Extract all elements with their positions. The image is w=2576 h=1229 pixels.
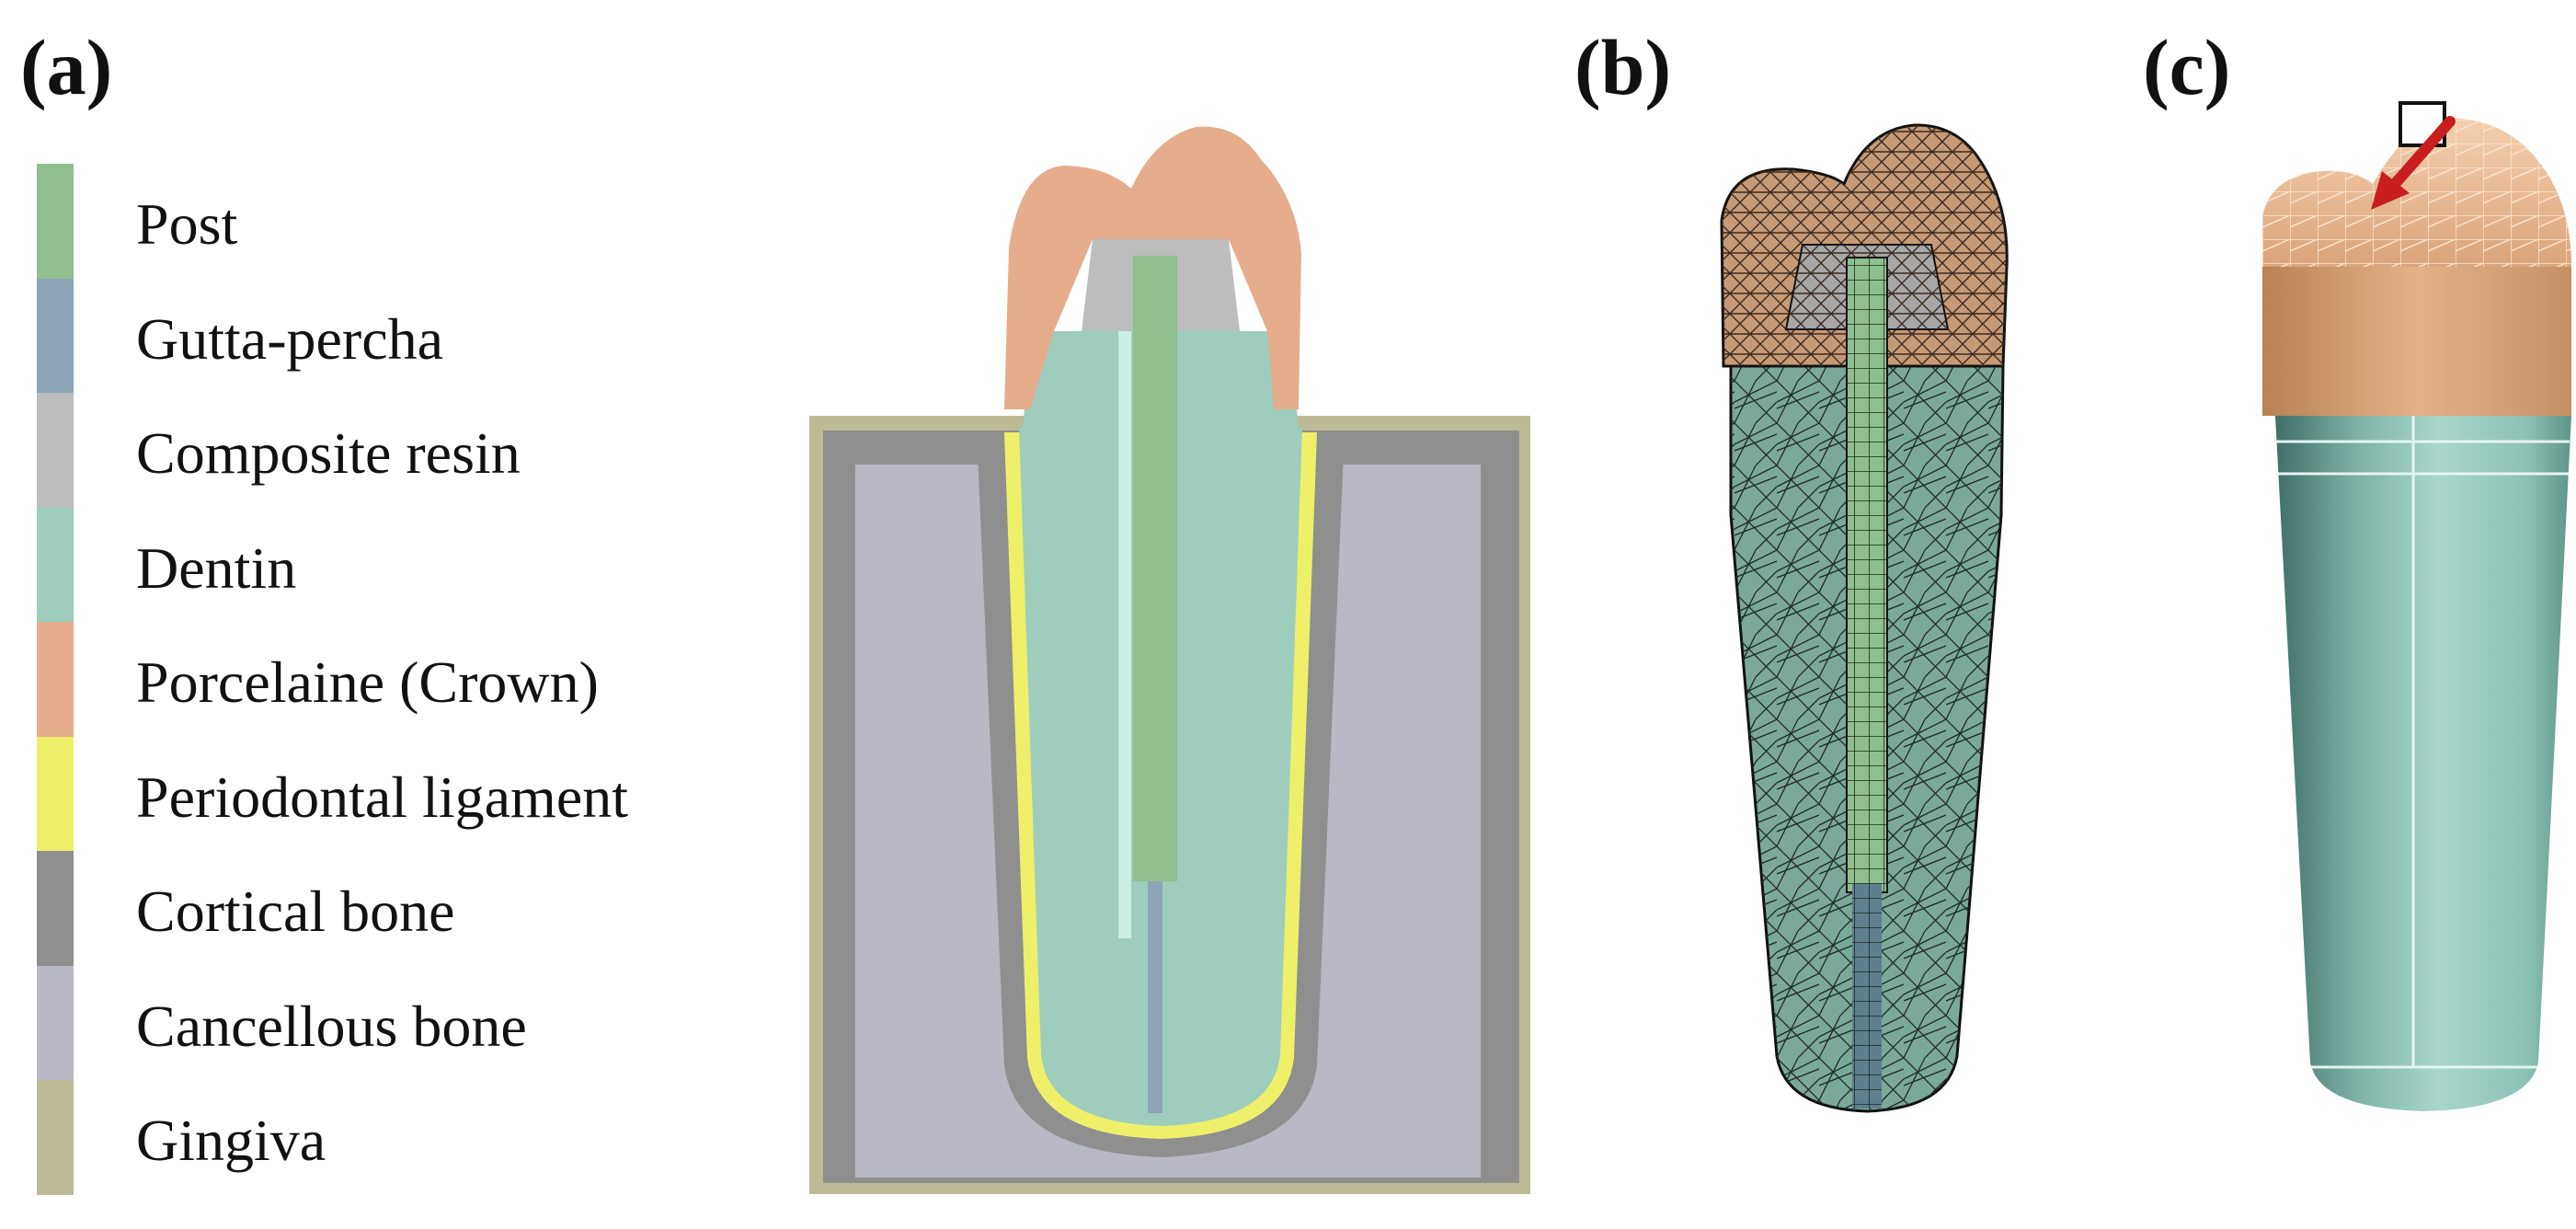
load-arrow-shaft: [2389, 116, 2456, 190]
loaded-3d-model: [2262, 101, 2571, 1111]
legend-swatch-gutta-percha: [37, 278, 74, 393]
legend-swatch-cancellous-bone: [37, 965, 74, 1080]
panel-label-b: (b): [1574, 23, 1672, 111]
gutta-percha-fill: [1148, 869, 1162, 1113]
post-space-highlight: [1118, 331, 1131, 938]
load-arrow-head: [2371, 171, 2410, 210]
panel-label-c: (c): [2143, 23, 2231, 111]
legend-label-composite-resin: Composite resin: [136, 420, 521, 486]
meshed-post-grid: [1847, 258, 1887, 892]
legend-swatch-gingiva: [37, 1080, 74, 1195]
legend-swatch-post: [37, 164, 74, 279]
legend-swatch-porcelaine-crown: [37, 622, 74, 737]
legend-swatch-dentin: [37, 507, 74, 622]
legend-label-cortical-bone: Cortical bone: [136, 879, 455, 944]
legend-swatch-periodontal-ligament: [37, 736, 74, 851]
cross-section-model: [809, 126, 1530, 1194]
legend-label-gingiva: Gingiva: [136, 1108, 326, 1173]
legend-label-periodontal-ligament: Periodontal ligament: [136, 764, 628, 830]
legend-swatch-cortical-bone: [37, 851, 74, 966]
legend-swatch-composite-resin: [37, 393, 74, 508]
panel-label-a: (a): [20, 23, 113, 111]
root-3d: [2275, 416, 2571, 1111]
crown-margin-band: [2262, 267, 2571, 416]
meshed-gutta-percha-grid: [1852, 883, 1882, 1108]
fiber-post: [1133, 256, 1177, 881]
legend-label-dentin: Dentin: [136, 534, 297, 601]
meshed-model: [1720, 123, 2009, 1113]
legend-label-porcelaine-crown: Porcelaine (Crown): [136, 649, 599, 715]
legend-label-post: Post: [136, 191, 238, 257]
porcelain-crown: [1004, 126, 1301, 409]
crown-3d-mesh: [2262, 118, 2571, 267]
legend-label-gutta-percha: Gutta-percha: [136, 305, 444, 372]
legend-label-cancellous-bone: Cancellous bone: [136, 993, 527, 1059]
